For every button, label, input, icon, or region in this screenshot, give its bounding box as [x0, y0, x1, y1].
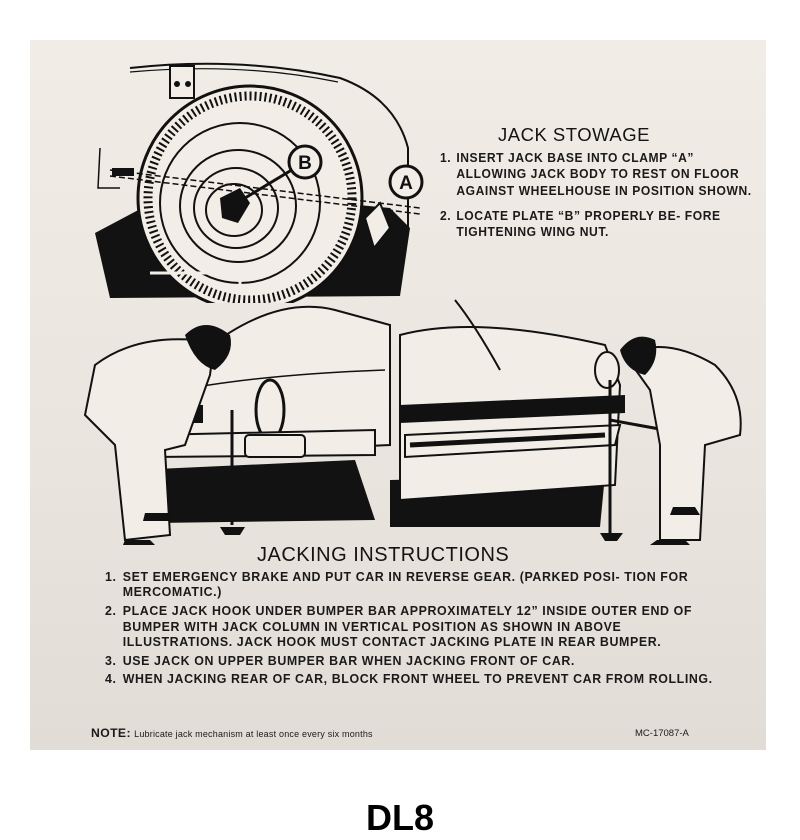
jack-stowage-heading: JACK STOWAGE [498, 124, 650, 145]
lubrication-note: NOTE: Lubricate jack mechanism at least … [91, 726, 373, 740]
jacking-step: 4. WHEN JACKING REAR OF CAR, BLOCK FRONT… [105, 672, 726, 687]
jacking-step: 3. USE JACK ON UPPER BUMPER BAR WHEN JAC… [105, 654, 726, 669]
spare-wheel-stowage-illustration: B A [95, 62, 424, 303]
step-number: 3. [105, 653, 117, 668]
step-text: INSERT JACK BASE INTO CLAMP “A” ALLOWING… [456, 151, 752, 198]
step-text: LOCATE PLATE “B” PROPERLY BE- FORE TIGHT… [456, 208, 721, 240]
jacking-instructions-heading: JACKING INSTRUCTIONS [257, 544, 510, 566]
step-text: USE JACK ON UPPER BUMPER BAR WHEN JACKIN… [122, 653, 575, 668]
svg-text:B: B [298, 153, 312, 174]
step-text: SET EMERGENCY BRAKE AND PUT CAR IN REVER… [122, 570, 689, 600]
note-label: NOTE: [91, 726, 131, 740]
step-number: 2. [440, 208, 452, 223]
step-number: 4. [105, 672, 117, 687]
jacking-step: 1. SET EMERGENCY BRAKE AND PUT CAR IN RE… [105, 570, 726, 601]
step-text: PLACE JACK HOOK UNDER BUMPER BAR APPROXI… [122, 604, 693, 649]
part-number: MC-17087-A [635, 728, 689, 739]
product-label: DL8 [365, 797, 434, 838]
jack-stowage-steps: 1. INSERT JACK BASE INTO CLAMP “A” ALLOW… [440, 150, 770, 249]
note-text: Lubricate jack mechanism at least once e… [134, 729, 373, 739]
step-number: 1. [440, 151, 452, 165]
step-text: WHEN JACKING REAR OF CAR, BLOCK FRONT WH… [122, 672, 713, 687]
jack-instruction-decal: B A [30, 40, 766, 750]
stowage-step: 1. INSERT JACK BASE INTO CLAMP “A” ALLOW… [440, 150, 757, 199]
step-number: 2. [105, 604, 117, 619]
jacking-steps: 1. SET EMERGENCY BRAKE AND PUT CAR IN RE… [105, 570, 735, 691]
car-jacking-illustration [83, 299, 742, 545]
step-number: 1. [105, 570, 117, 584]
svg-text:A: A [399, 173, 413, 194]
jacking-step: 2. PLACE JACK HOOK UNDER BUMPER BAR APPR… [105, 604, 726, 650]
stowage-step: 2. LOCATE PLATE “B” PROPERLY BE- FORE TI… [440, 208, 757, 241]
